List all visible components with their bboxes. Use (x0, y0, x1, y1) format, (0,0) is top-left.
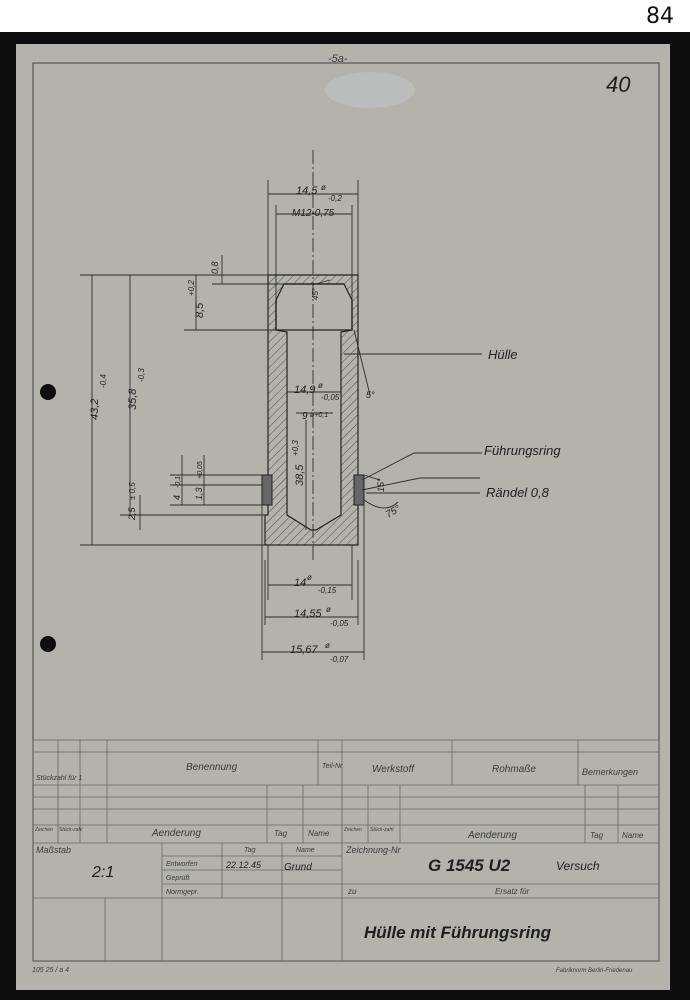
svg-text:-0,15: -0,15 (318, 586, 337, 595)
sheet-number: 40 (606, 72, 631, 97)
svg-text:ø: ø (321, 183, 326, 192)
svg-text:15°: 15° (376, 478, 386, 492)
tb-teil-nr: Teil-Nr (322, 763, 343, 770)
svg-text:-0,05: -0,05 (321, 393, 340, 402)
dimensions: 14,5 ø -0,2 M12-0,75 43,2 -0,4 35,8 -0,3… (80, 180, 403, 664)
tb-tag-right: Tag (590, 831, 604, 840)
svg-text:0,8: 0,8 (210, 261, 220, 274)
tb-zeichen-right: Zeichen (343, 827, 362, 833)
tb-zeichnung-nr-label: Zeichnung-Nr (345, 845, 402, 855)
tb-rohmasse: Rohmaße (492, 764, 536, 775)
tb-massstab-label: Maßstab (36, 845, 71, 855)
svg-text:+0,3: +0,3 (291, 440, 300, 456)
tb-stueckzahl-right: Stück-zahl (370, 827, 394, 833)
tb-versuch: Versuch (556, 859, 600, 873)
tb-tag-left: Tag (274, 829, 288, 838)
tb-werkstoff: Werkstoff (372, 764, 415, 775)
svg-text:14,9: 14,9 (294, 384, 315, 396)
svg-text:ø: ø (325, 641, 330, 650)
tb-ersatz-fuer: Ersatz für (495, 887, 530, 896)
punch-hole-top (40, 384, 56, 400)
tb-normgepr: Normgepr. (166, 889, 199, 896)
svg-text:1,3: 1,3 (194, 487, 204, 500)
punch-hole-bottom (40, 636, 56, 652)
svg-text:14: 14 (294, 577, 306, 589)
tb-title: Hülle mit Führungsring (364, 923, 552, 942)
tb-zeichen-left: Zeichen (34, 827, 53, 833)
callout-raendel: Rändel 0,8 (486, 485, 550, 500)
svg-text:-0,1: -0,1 (175, 476, 182, 488)
svg-text:9: 9 (302, 411, 308, 422)
svg-text:-0,4: -0,4 (99, 374, 108, 388)
tb-entworfen: Entworfen (166, 861, 198, 868)
part-section-view (261, 150, 365, 560)
svg-text:-0,3: -0,3 (137, 368, 146, 382)
tb-signature: Grund (284, 862, 312, 873)
tb-aenderung-right: Aenderung (467, 830, 517, 841)
callouts: Hülle Führungsring Rändel 0,8 (344, 347, 561, 500)
svg-text:38,5: 38,5 (294, 464, 306, 486)
svg-text:5°: 5° (366, 390, 375, 400)
callout-fuehrungsring: Führungsring (484, 443, 561, 458)
svg-text:43,2: 43,2 (89, 399, 101, 420)
faded-stamp (325, 72, 415, 108)
tb-form-nr: 105 25 / a 4 (32, 967, 69, 974)
tb-zu: zu (347, 887, 357, 896)
tb-name-right: Name (622, 831, 644, 840)
callout-huelle: Hülle (488, 347, 518, 362)
svg-text:+0,05: +0,05 (197, 461, 204, 479)
svg-text:75°: 75° (384, 504, 403, 521)
svg-text:-0,05: -0,05 (330, 619, 349, 628)
svg-text:M12-0,75: M12-0,75 (292, 208, 335, 219)
tb-date: 22.12.45 (225, 860, 262, 870)
tb-stueckzahl: Stückzahl für 1 (36, 775, 82, 782)
tb-benennung: Benennung (186, 762, 238, 773)
svg-text:4: 4 (172, 495, 182, 500)
tb-geprueft: Geprüft (166, 875, 190, 882)
tb-stueckzahl-left: Stück-zahl (59, 827, 83, 833)
svg-text:14,5: 14,5 (296, 185, 318, 197)
svg-text:8,5: 8,5 (194, 302, 206, 318)
svg-text:-0,07: -0,07 (330, 655, 349, 664)
svg-text:15,67: 15,67 (290, 644, 318, 656)
title-block: Stückzahl für 1 Benennung Teil-Nr Werkst… (32, 739, 660, 974)
svg-text:+0,2: +0,2 (187, 280, 196, 296)
svg-text:ø: ø (307, 573, 312, 582)
tb-aenderung-left: Aenderung (151, 828, 201, 839)
page-number: 84 (646, 4, 674, 29)
svg-text:14,55: 14,55 (294, 608, 322, 620)
svg-text:45°: 45° (311, 287, 320, 300)
tb-name-left: Name (308, 829, 330, 838)
svg-text:ø: ø (326, 605, 331, 614)
tb-tag-mid: Tag (244, 847, 256, 854)
stamp-mark: -5a- (328, 53, 348, 65)
svg-text:2,5: 2,5 (127, 506, 137, 521)
tb-massstab: 2:1 (91, 864, 114, 881)
svg-text:-0,2: -0,2 (328, 194, 342, 203)
svg-text:± 0,5: ± 0,5 (128, 482, 137, 500)
svg-text:ø: ø (318, 381, 323, 390)
svg-text:35,8: 35,8 (127, 388, 139, 410)
tb-name-mid: Name (296, 847, 315, 854)
tb-fabrikname: Fabriknorm Berlin-Friedenau (556, 968, 633, 974)
tb-zeichnung-nr: G 1545 U2 (428, 856, 511, 875)
svg-text:ø+0,1: ø+0,1 (310, 412, 328, 419)
tb-bemerkungen: Bemerkungen (582, 767, 638, 777)
